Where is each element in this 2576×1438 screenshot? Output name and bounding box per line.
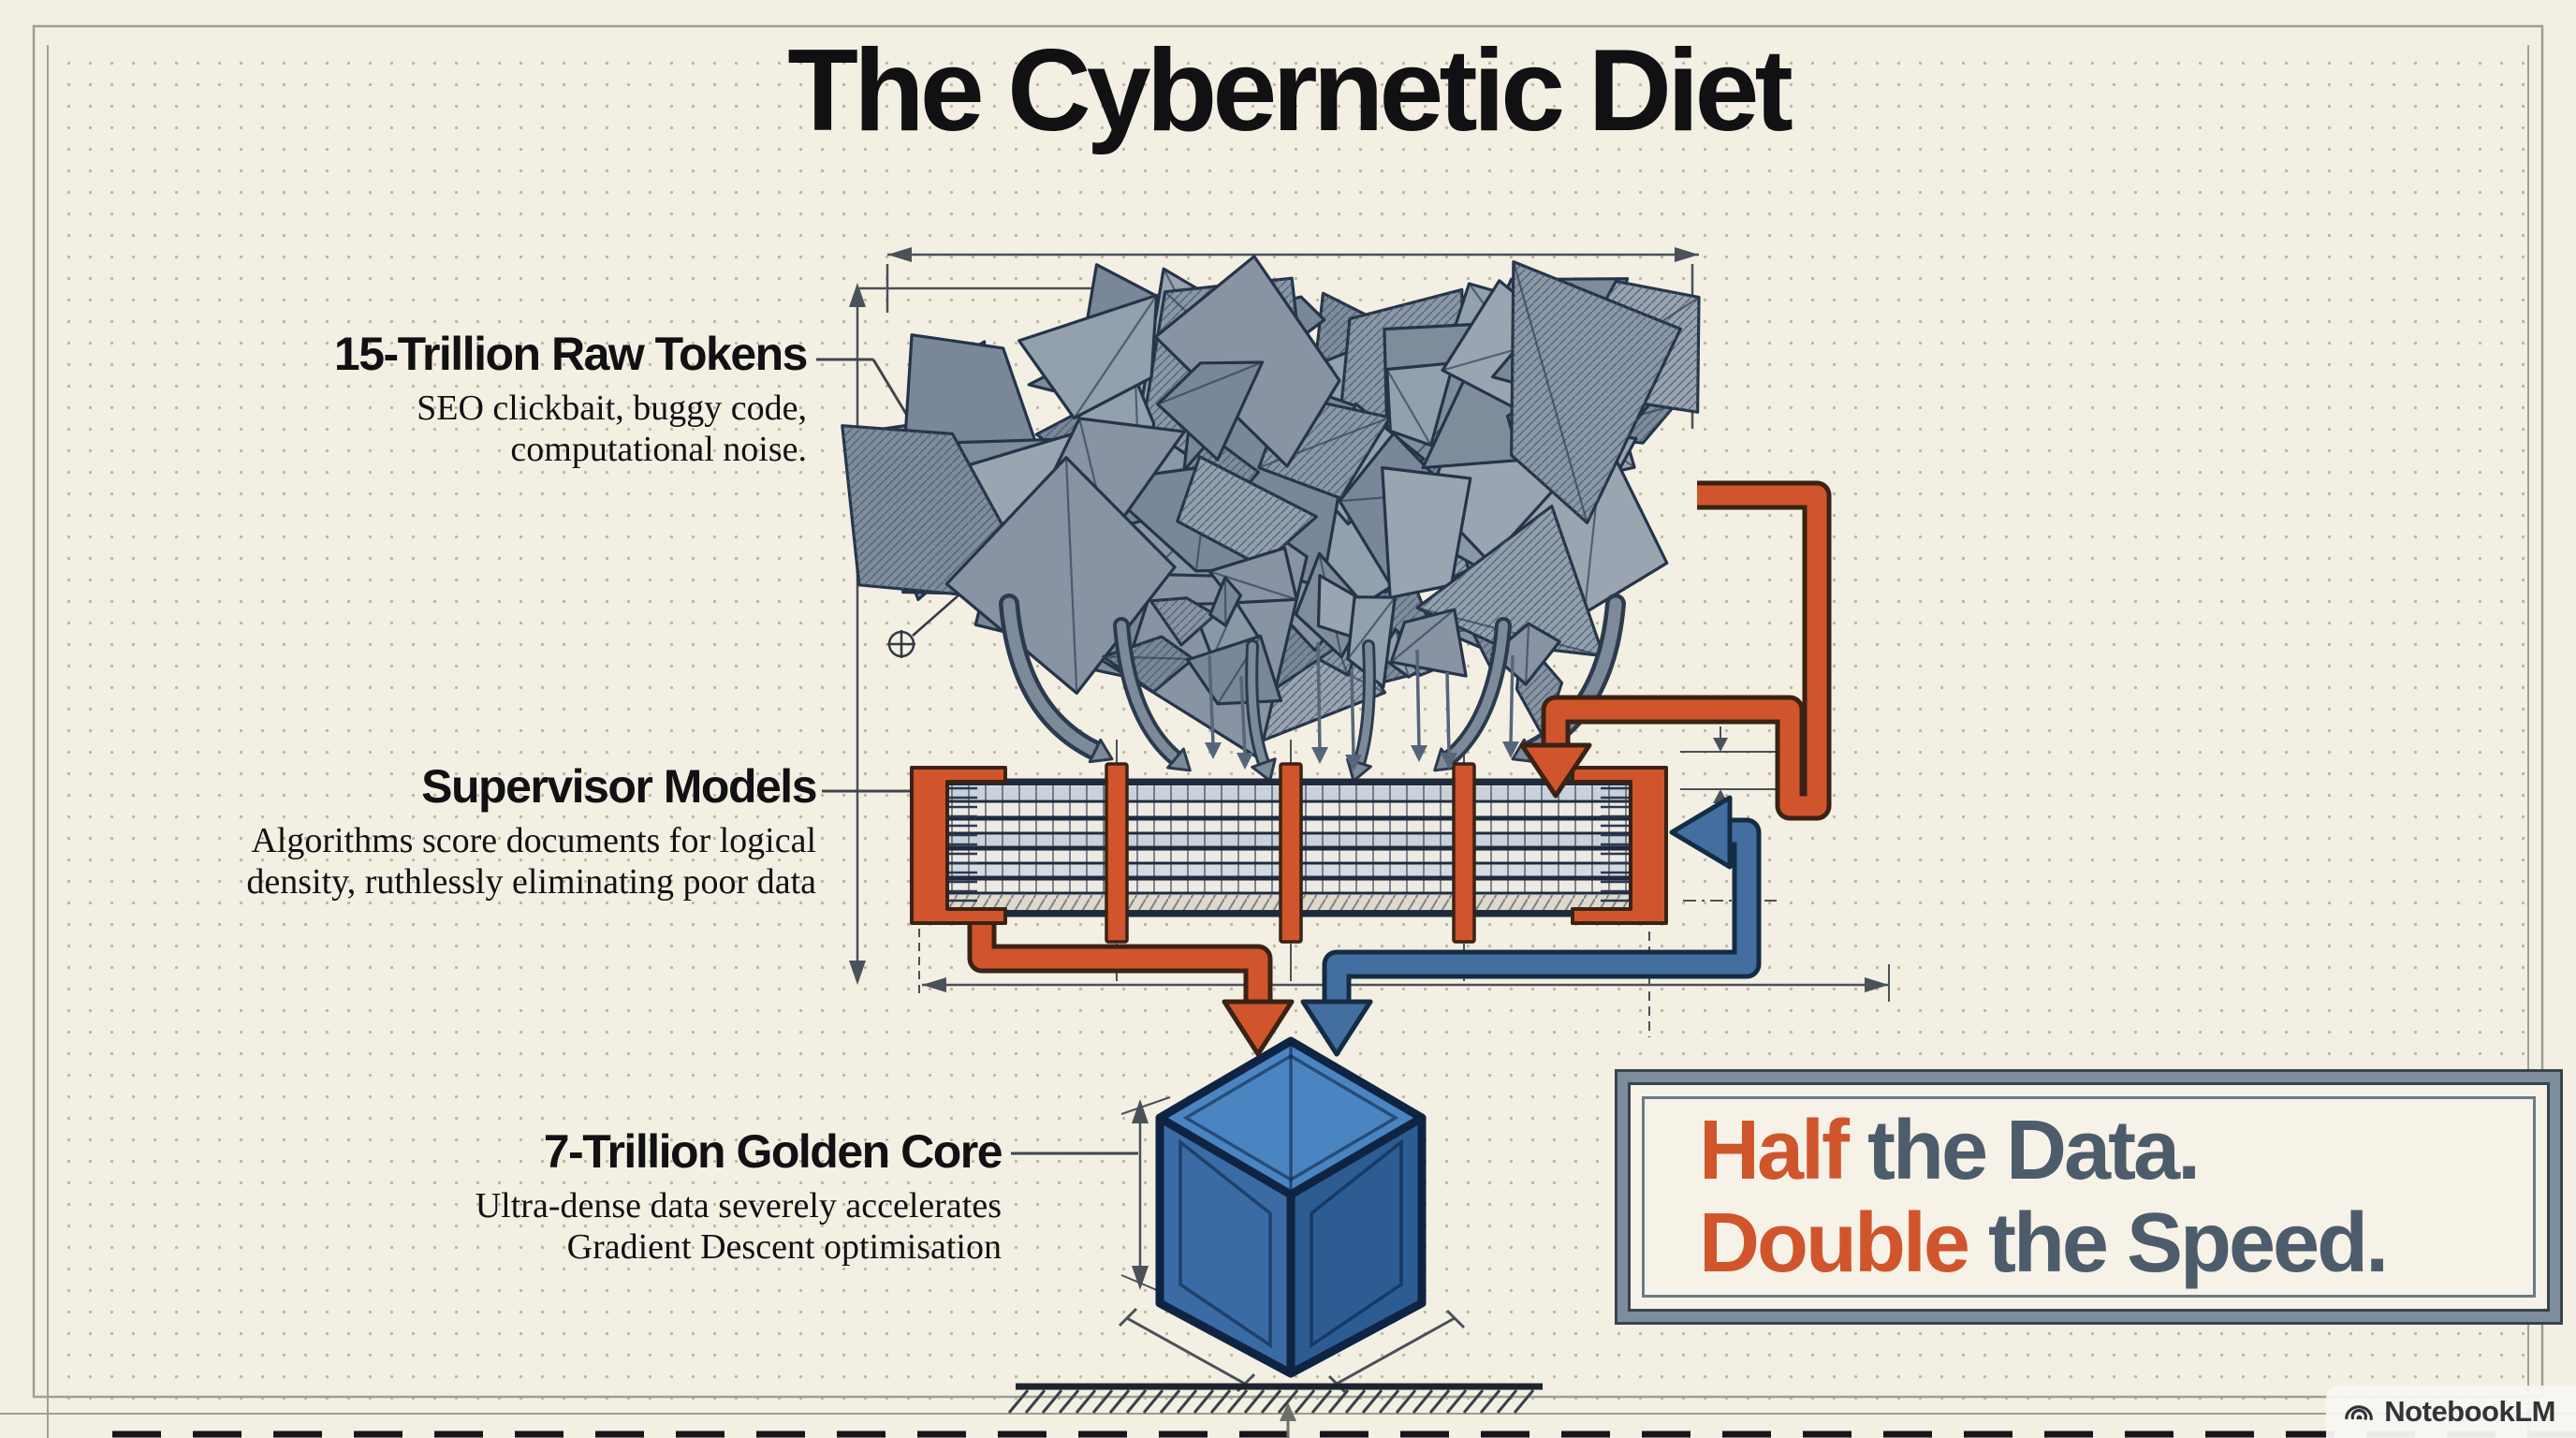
golden-core-cube [1007,1036,1543,1414]
blue-down-arrowhead-icon [1300,999,1373,1057]
raw-tokens-line2: computational noise. [510,430,807,470]
notebooklm-logo-icon [2345,1405,2374,1421]
supervisor-heading: Supervisor Models [421,760,817,813]
blue-refine-pipe [1300,795,1762,1057]
orange-into-filter-arrowhead-icon [1519,742,1592,799]
blueprint-frame [0,24,2576,1438]
annotation-raw-tokens: 15-Trillion Raw Tokens SEO clickbait, bu… [333,328,809,470]
result-callout-box: Half the Data. Double the Speed. [1615,1069,2563,1325]
filter-left-cap [910,766,1007,925]
notebooklm-label: NotebookLM [2384,1395,2555,1428]
raw-token-cloud [841,255,1701,760]
supervisor-line1: Algorithms score documents for logical [251,821,816,860]
callout-line-2: Double the Speed. [1699,1196,2389,1290]
filter-bars [1105,762,1476,944]
callout-line-1: Half the Data. [1699,1103,2201,1197]
raw-tokens-heading: 15-Trillion Raw Tokens [333,328,809,380]
annotation-golden-core: 7-Trillion Golden Core Ultra-dense data … [475,1125,1003,1268]
notebooklm-watermark: NotebookLM [2326,1386,2576,1438]
golden-core-line2: Gradient Descent optimisation [566,1227,1002,1268]
supervisor-line2: density, ruthlessly eliminating poor dat… [246,862,816,902]
orange-down-arrowhead-icon [1222,999,1295,1057]
orange-reject-loop [1519,480,1832,821]
page-title: The Cybernetic Diet [787,26,1793,155]
supervisor-filter [910,762,1668,944]
golden-core-heading: 7-Trillion Golden Core [543,1125,1003,1178]
bottom-center-mark-icon [1280,1402,1296,1438]
raw-tokens-line1: SEO clickbait, buggy code, [417,389,807,428]
golden-core-line1: Ultra-dense data severely accelerates [475,1186,1002,1225]
annotation-supervisor: Supervisor Models Algorithms score docum… [246,760,817,902]
dimension-lines [816,247,1890,1395]
blue-left-arrowhead-icon [1669,795,1733,870]
